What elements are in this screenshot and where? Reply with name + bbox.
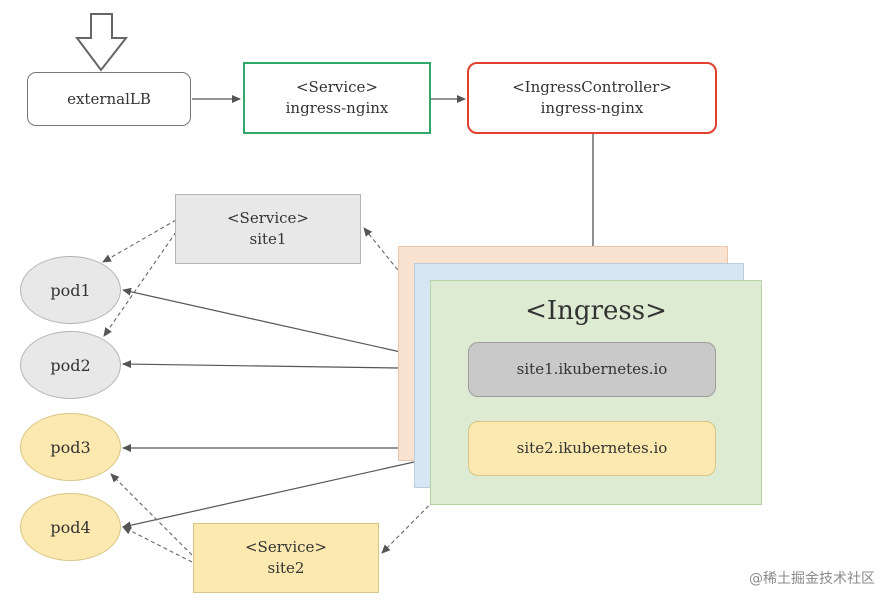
external-lb-label: externalLB — [67, 89, 151, 108]
service-ingress-type: <Service> — [295, 78, 378, 96]
service-site1-box: <Service> site1 — [175, 194, 361, 264]
dashed-service-site1-to-pod2 — [103, 231, 177, 337]
service-site2-box: <Service> site2 — [193, 523, 379, 593]
pod4-label: pod4 — [50, 517, 91, 537]
entry-arrow-icon — [75, 13, 129, 72]
pod1-node: pod1 — [20, 256, 121, 324]
dashed-site2-rule-to-service-site2 — [381, 465, 469, 554]
service-site1-name: site1 — [249, 230, 287, 248]
pod2-label: pod2 — [50, 355, 91, 375]
pod3-label: pod3 — [50, 437, 91, 457]
external-lb-box: externalLB — [27, 72, 191, 126]
ingress-controller-name: ingress-nginx — [540, 99, 644, 117]
ingress-controller-box: <IngressController> ingress-nginx — [467, 62, 717, 134]
service-ingress-nginx-box: <Service> ingress-nginx — [243, 62, 431, 134]
pod4-node: pod4 — [20, 493, 121, 561]
ingress-rule-site2-host: site2.ikubernetes.io — [516, 439, 668, 457]
pod1-label: pod1 — [50, 280, 91, 300]
service-site2-name: site2 — [267, 559, 305, 577]
service-site2-type: <Service> — [244, 538, 327, 556]
service-ingress-name: ingress-nginx — [285, 99, 389, 117]
ingress-controller-type: <IngressController> — [512, 78, 672, 96]
ingress-rule-site2: site2.ikubernetes.io — [468, 421, 716, 476]
arrow-site2-to-pod4 — [122, 449, 469, 530]
ingress-title: <Ingress> — [525, 296, 667, 326]
pod3-node: pod3 — [20, 413, 121, 481]
ingress-rule-site1: site1.ikubernetes.io — [468, 342, 716, 397]
dashed-service-site2-to-pod3 — [110, 473, 193, 556]
dashed-service-site2-to-pod4 — [122, 526, 193, 563]
dashed-service-site1-to-pod1 — [102, 219, 177, 263]
ingress-rule-site1-host: site1.ikubernetes.io — [516, 360, 668, 378]
service-site1-type: <Service> — [226, 209, 309, 227]
watermark-text: @稀土掘金技术社区 — [749, 571, 875, 587]
pod2-node: pod2 — [20, 331, 121, 399]
